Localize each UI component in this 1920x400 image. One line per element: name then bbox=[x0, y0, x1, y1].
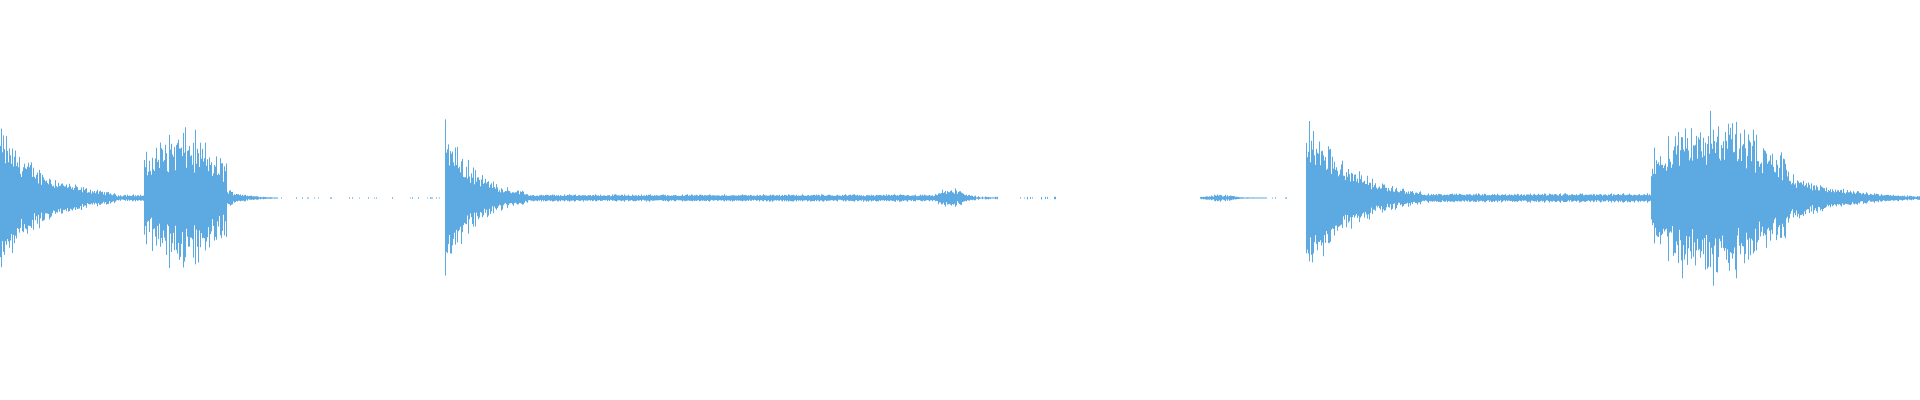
waveform-path bbox=[0, 110, 1920, 286]
